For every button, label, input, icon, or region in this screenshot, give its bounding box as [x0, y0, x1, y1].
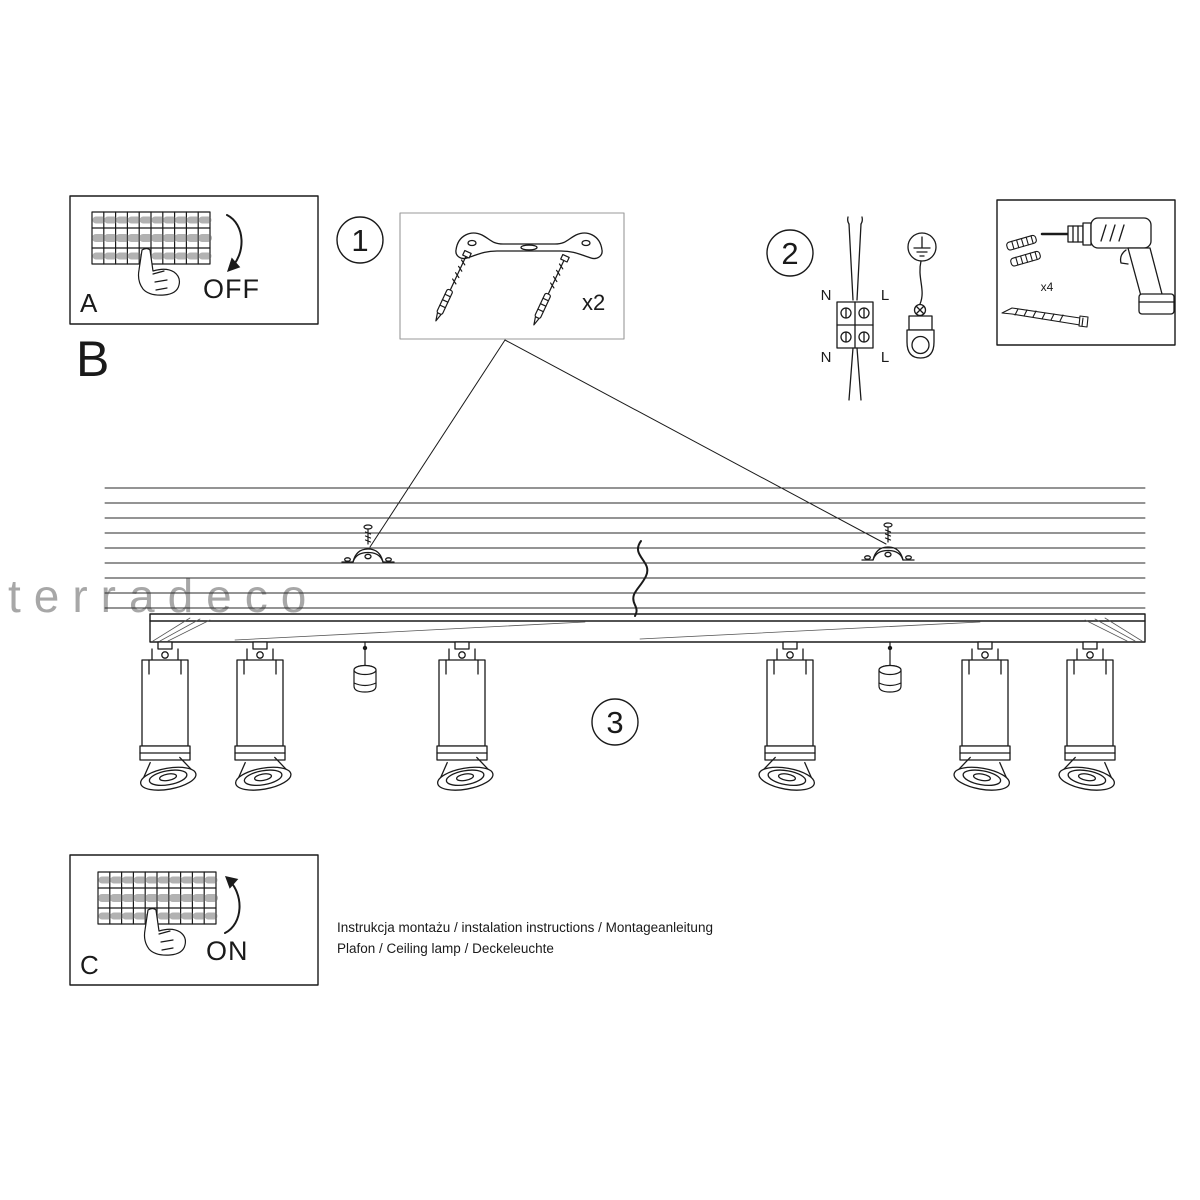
bracket-screw-left [363, 524, 373, 545]
power-on-label: C [80, 950, 99, 980]
spotlight-6 [1056, 641, 1119, 795]
bracket-quantity: x2 [582, 290, 605, 315]
power-off-box: A OFF [69, 195, 319, 325]
anchor-quantity: x4 [1041, 280, 1054, 294]
spotlight-2 [231, 641, 294, 795]
footer-line-1: Instrukcja montażu / instalation instruc… [337, 920, 713, 935]
leader-line-left [369, 339, 506, 548]
earth-symbol-icon [913, 236, 931, 257]
footer: Instrukcja montażu / instalation instruc… [337, 920, 713, 956]
step-2-circle [766, 229, 814, 277]
wire-label-n-bottom: N [821, 349, 832, 366]
step-3: 3 [591, 698, 639, 746]
footer-line-2: Plafon / Ceiling lamp / Deckeleuchte [337, 941, 554, 956]
step-3-number: 3 [606, 705, 623, 740]
wire-label-l-top: L [881, 287, 889, 304]
mounting-strap [455, 232, 603, 260]
wire-label-l-bottom: L [881, 349, 889, 366]
step-1-circle [336, 216, 384, 264]
mounting-rail [149, 613, 1146, 643]
step-3-circle [591, 698, 639, 746]
spotlight-4 [756, 641, 819, 795]
leader-line-right [504, 339, 887, 545]
off-state-text: OFF [203, 274, 260, 304]
on-state-text: ON [206, 936, 249, 966]
long-screw-1 [432, 249, 472, 324]
ceiling-bracket-right [861, 546, 915, 561]
off-arrow-head [227, 257, 241, 272]
step-2: 2 N L N L [766, 216, 937, 401]
wood-screw-icon [1001, 307, 1089, 328]
tools-box: x4 [996, 199, 1176, 346]
bracket-screw-right [883, 522, 893, 543]
lamp-socket-left [353, 641, 377, 693]
step-1-number: 1 [351, 223, 368, 258]
wire-label-n-top: N [821, 287, 832, 304]
spotlight-3 [433, 641, 496, 795]
terminal-block-wiring: N L N L [821, 216, 889, 401]
ground-connection [906, 232, 937, 359]
ceiling-bracket-left [341, 548, 395, 563]
lamp-socket-right [878, 641, 902, 693]
on-arrow-head [225, 876, 239, 889]
mains-wire [632, 540, 649, 617]
long-screw-2 [530, 253, 570, 328]
power-off-label: A [80, 288, 98, 318]
section-label-b: B [76, 331, 109, 387]
step-1-parts-box [399, 212, 625, 340]
ceiling-hatch [104, 487, 1146, 609]
spotlight-5 [951, 641, 1014, 795]
power-on-box: C ON [69, 854, 319, 986]
spotlight-1 [136, 641, 199, 795]
rail-texture [152, 617, 1143, 642]
rail-body [149, 613, 1146, 643]
step-2-number: 2 [781, 236, 798, 271]
step-1: 1 x2 [336, 212, 625, 340]
drill-icon [1040, 217, 1175, 315]
leader-lines [369, 339, 887, 548]
